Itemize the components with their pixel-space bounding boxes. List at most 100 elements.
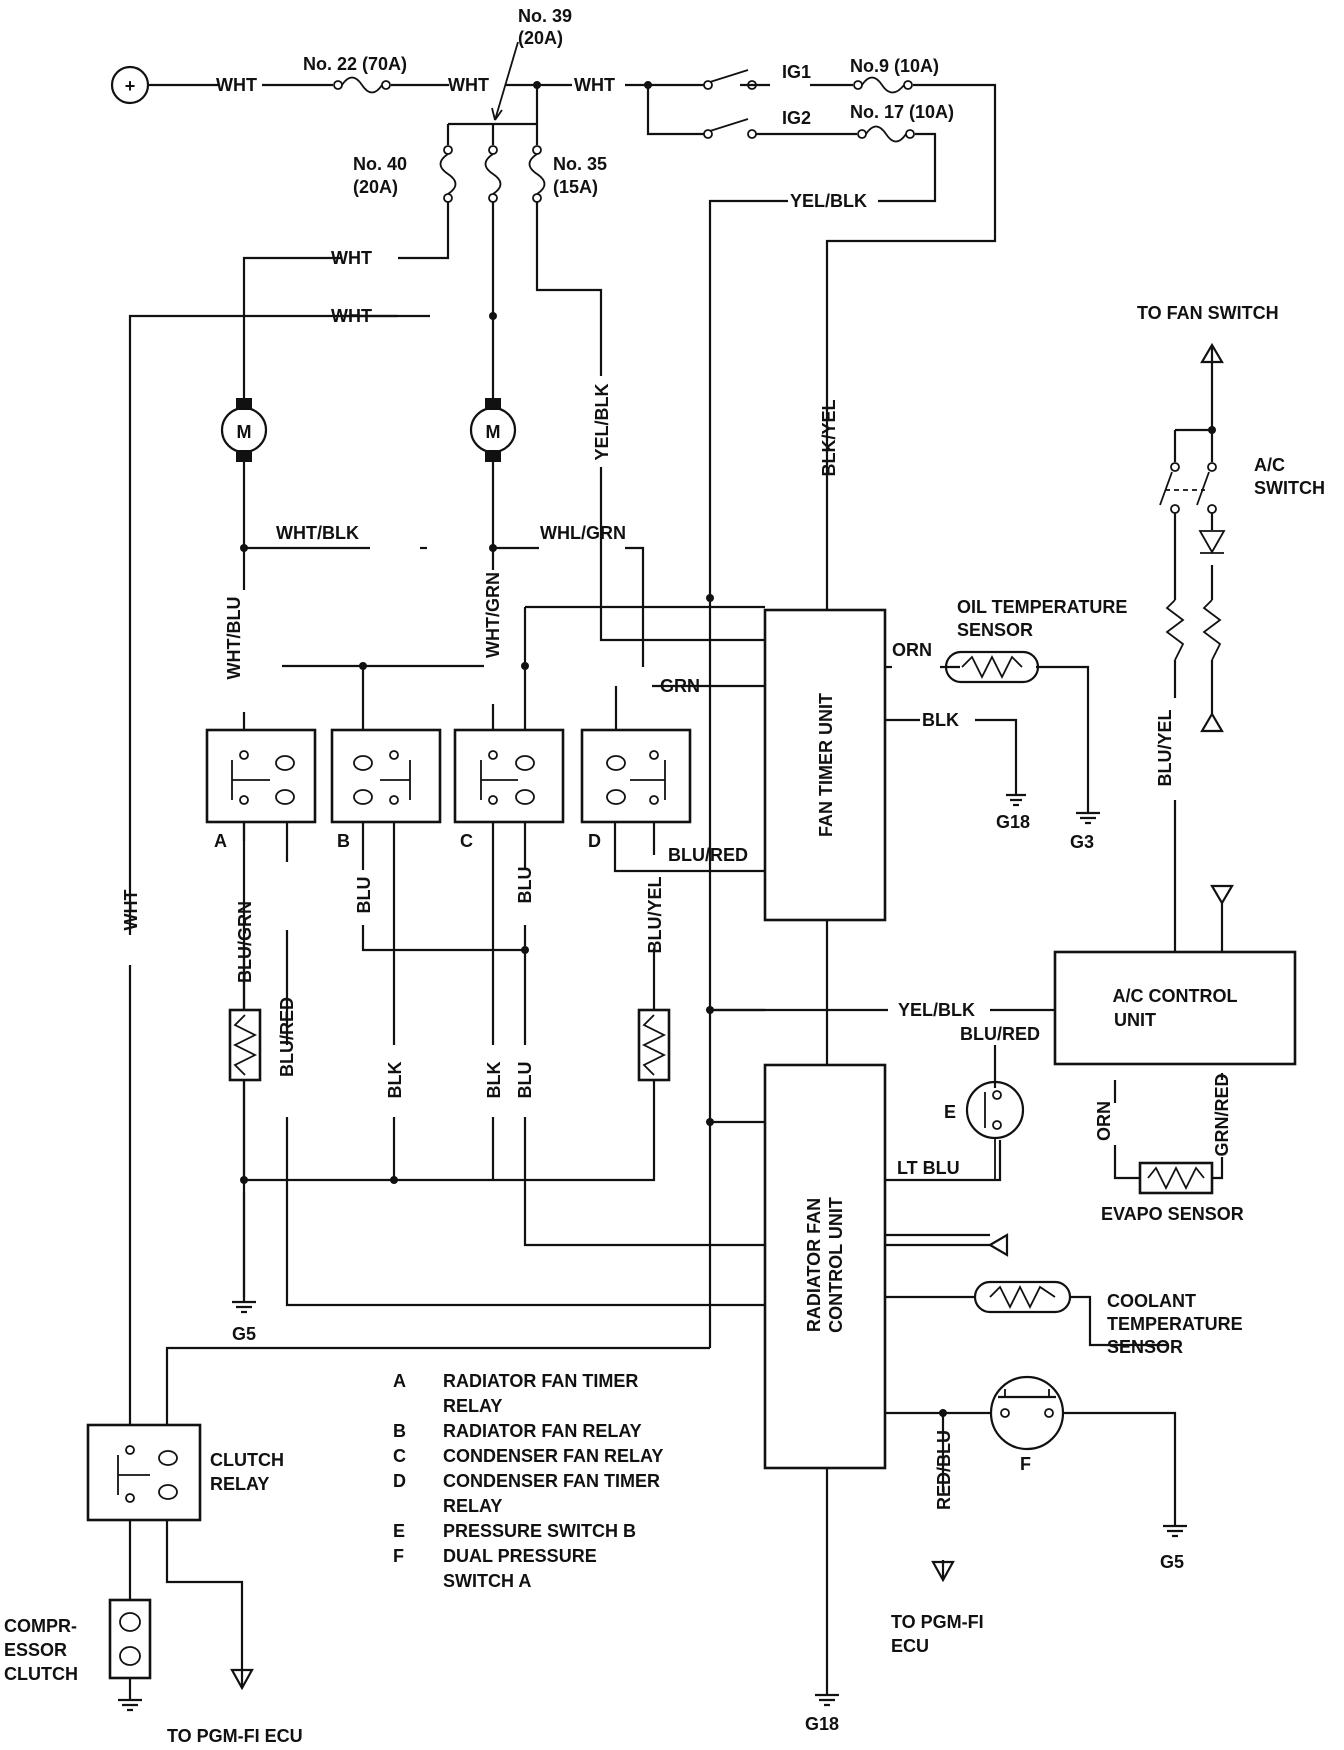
ig1-switch (703, 69, 757, 90)
legend-text-b: RADIATOR FAN RELAY (443, 1421, 642, 1441)
wire-wht: WHT (448, 75, 489, 95)
fuse-39-pointer (494, 41, 519, 121)
legend-text-e: PRESSURE SWITCH B (443, 1521, 636, 1541)
wire-wht: WHT (331, 306, 372, 326)
ground-g3: G3 (1070, 832, 1094, 852)
oil-temp-label-2: SENSOR (957, 620, 1033, 640)
plus-symbol: + (125, 76, 136, 96)
fuse-39 (484, 145, 502, 203)
legend-text-c: CONDENSER FAN RELAY (443, 1446, 663, 1466)
coolant-label-2: TEMPERATURE (1107, 1314, 1243, 1334)
ground-symbols (118, 784, 1187, 1712)
relay-letter-d: D (588, 831, 601, 851)
fuse-40-label-1: No. 40 (353, 154, 407, 174)
battery-terminal: + (110, 65, 150, 105)
condenser-fan-motor: M (469, 398, 517, 462)
wire-blu: BLU (515, 867, 535, 904)
legend-key-a: A (393, 1371, 406, 1391)
relay-c (453, 728, 565, 824)
clutch-relay-label-2: RELAY (210, 1474, 269, 1494)
junction-dots (240, 81, 1216, 1417)
switch-letter-e: E (944, 1102, 956, 1122)
relay-letter-a: A (214, 831, 227, 851)
fan-timer-unit-label: FAN TIMER UNIT (816, 693, 836, 837)
switch-letter-f: F (1020, 1454, 1031, 1474)
ac-control-label-1: A/C CONTROL (1113, 986, 1238, 1006)
ground-g5: G5 (232, 1324, 256, 1344)
clutch-relay-label-1: CLUTCH (210, 1450, 284, 1470)
wire-yel-blk: YEL/BLK (898, 1000, 975, 1020)
resistor-a (228, 1008, 262, 1082)
wire-blu-red: BLU/RED (960, 1024, 1040, 1044)
wire-blk: BLK (385, 1062, 405, 1099)
wire-wht: WHT (121, 890, 141, 931)
clutch-relay (86, 1423, 202, 1522)
wire-wht-blk: WHT/BLK (276, 523, 359, 543)
legend-key-c: C (393, 1446, 406, 1466)
wire-grn: GRN (660, 676, 700, 696)
ac-control-unit: A/C CONTROL UNIT (1053, 950, 1297, 1066)
labels: No. 22 (70A) No. 39 (20A) No. 40 (20A) N… (4, 6, 1325, 1746)
fuse-35 (528, 145, 546, 203)
fuse-17 (857, 125, 915, 143)
to-pgm-fi-ecu-right-1: TO PGM-FI (891, 1612, 984, 1632)
fuse-39-label-1: No. 39 (518, 6, 572, 26)
wire-blu-yel: BLU/YEL (1155, 709, 1175, 786)
fuse-35-label-2: (15A) (553, 177, 598, 197)
wire-wht: WHT (574, 75, 615, 95)
ground-g5: G5 (1160, 1552, 1184, 1572)
compressor-label-2: ESSOR (4, 1640, 67, 1660)
fuse-9-label: No.9 (10A) (850, 56, 939, 76)
ground-g18: G18 (805, 1714, 839, 1734)
fuse-35-label-1: No. 35 (553, 154, 607, 174)
to-pgm-fi-ecu-right-2: ECU (891, 1636, 929, 1656)
legend-text-a-1: RADIATOR FAN TIMER (443, 1371, 638, 1391)
wire-blu-yel: BLU/YEL (645, 876, 665, 953)
wire-blu-grn: BLU/GRN (235, 901, 255, 983)
legend-text-d-1: CONDENSER FAN TIMER (443, 1471, 660, 1491)
wire-blk-yel: BLK/YEL (819, 399, 839, 476)
pressure-switch-b (965, 1080, 1025, 1180)
arrow-down-icon (230, 1668, 254, 1691)
evapo-sensor (1138, 1161, 1214, 1195)
ground-g18: G18 (996, 812, 1030, 832)
compressor-clutch (108, 1598, 152, 1697)
wire-orn: ORN (1094, 1101, 1114, 1141)
wire-wht-blu: WHT/BLU (224, 597, 244, 680)
to-fan-switch-label: TO FAN SWITCH (1137, 303, 1279, 323)
relay-a (205, 728, 317, 824)
ig2-label: IG2 (782, 108, 811, 128)
wire-wht: WHT (216, 75, 257, 95)
resistor-d (637, 1008, 671, 1082)
wiring (128, 83, 1224, 1692)
wire-yel-blk: YEL/BLK (790, 191, 867, 211)
wire-blu-red: BLU/RED (668, 845, 748, 865)
relay-d (580, 728, 692, 824)
to-pgm-fi-ecu-bottom: TO PGM-FI ECU (167, 1726, 303, 1746)
wire-blu: BLU (354, 877, 374, 914)
fuse-9 (853, 76, 913, 94)
arrow-down-icon (931, 1560, 955, 1583)
wire-whl-grn: WHL/GRN (540, 523, 626, 543)
wire-yel-blk: YEL/BLK (592, 383, 612, 460)
arrow-symbols (230, 342, 1234, 1691)
wire-blk: BLK (484, 1062, 504, 1099)
ac-switch (1159, 462, 1226, 661)
dual-pressure-switch-a (989, 1375, 1065, 1451)
arrow-right-icon (987, 1233, 1009, 1257)
wire-blu: BLU (515, 1062, 535, 1099)
legend-text-a-2: RELAY (443, 1396, 502, 1416)
fuse-40 (439, 145, 457, 203)
fuse-17-label: No. 17 (10A) (850, 102, 954, 122)
coolant-temperature-sensor (973, 1280, 1072, 1314)
compressor-label-1: COMPR- (4, 1616, 77, 1636)
legend-key-b: B (393, 1421, 406, 1441)
fuse-39-label-2: (20A) (518, 28, 563, 48)
relay-b (330, 728, 442, 824)
wire-orn: ORN (892, 640, 932, 660)
rfcu-label-2: CONTROL UNIT (826, 1197, 846, 1333)
wire-wht-grn: WHT/GRN (483, 572, 503, 658)
ac-switch-label-2: SWITCH (1254, 478, 1325, 498)
oil-temp-label-1: OIL TEMPERATURE (957, 597, 1127, 617)
wire-lt-blu: LT BLU (897, 1158, 960, 1178)
